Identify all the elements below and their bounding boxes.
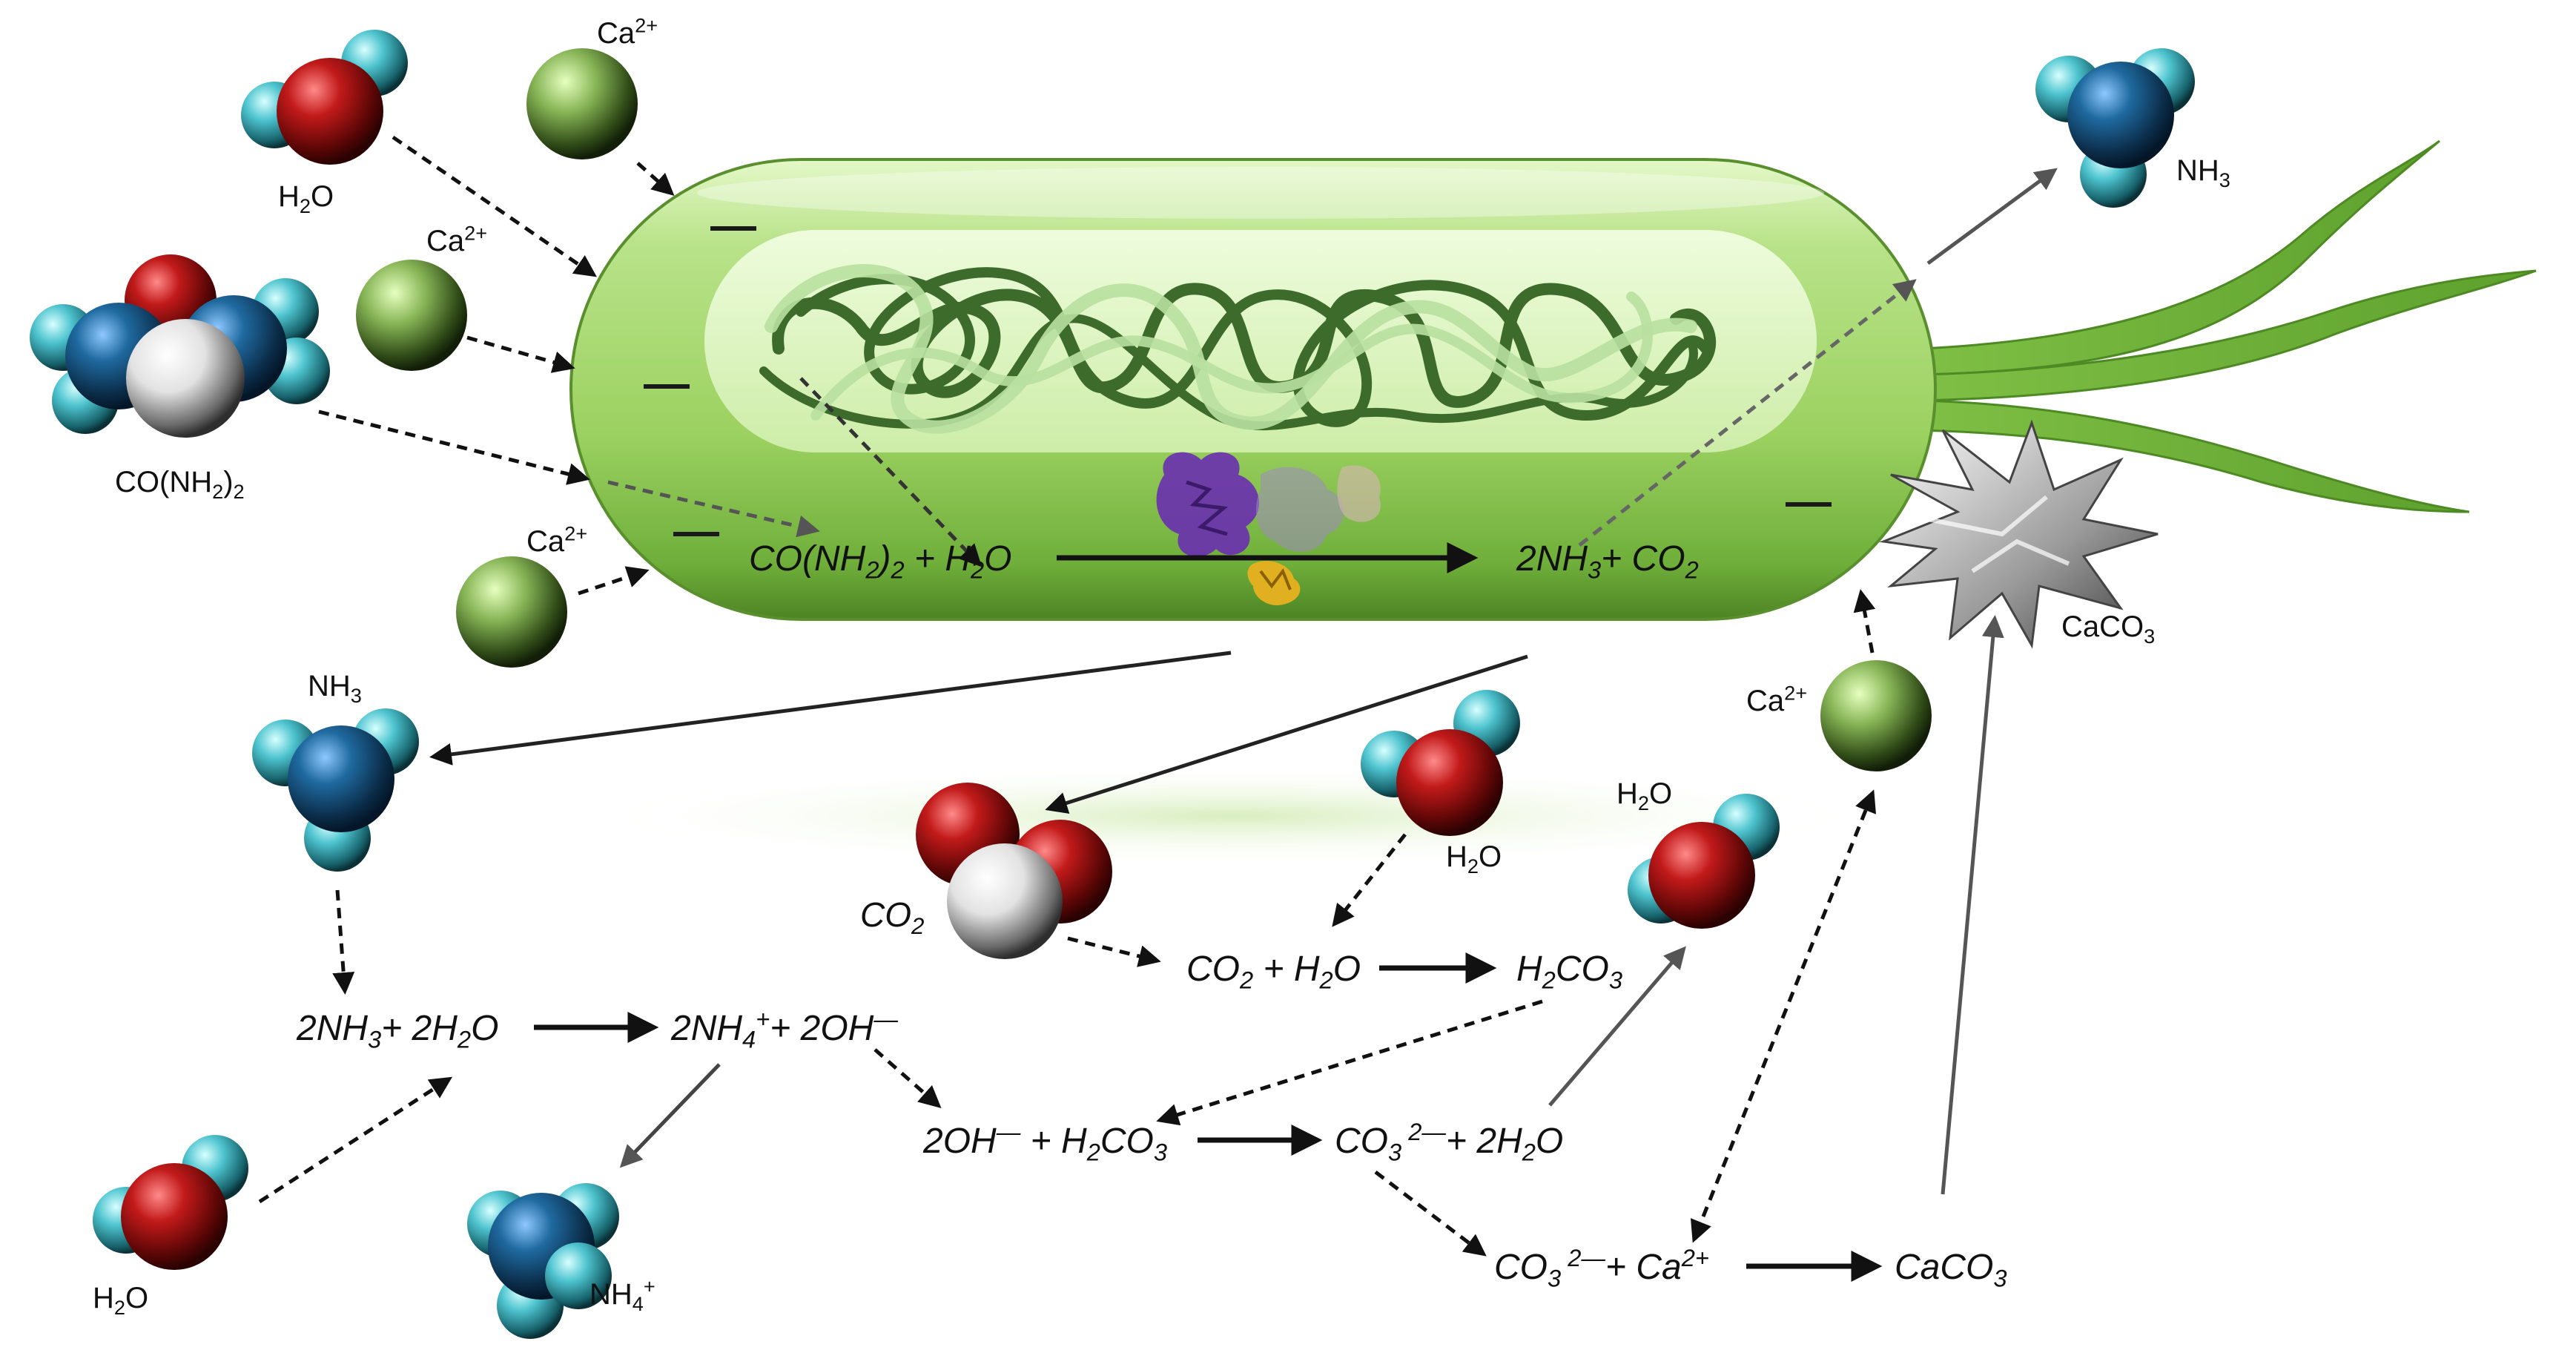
cell-shadow — [578, 764, 1883, 868]
arrow-nh3-release — [429, 651, 1232, 766]
diagram-shape — [1396, 729, 1503, 836]
co2-molecule — [916, 783, 1112, 959]
label-nh4: NH4+ — [589, 1274, 655, 1315]
calcium-ion-3 — [456, 556, 567, 668]
label-h2o-2: H2O — [1446, 840, 1502, 878]
arrow-oh-to-carbonate — [873, 1048, 942, 1108]
h2o-molecule-2 — [1361, 690, 1520, 836]
label-nh3-left: NH3 — [308, 670, 362, 707]
arrow-ca-to-precip — [1690, 789, 1877, 1243]
h2o-molecule-1 — [241, 30, 408, 165]
eq-ammonia-left: 2NH3+ 2H2O — [297, 1009, 499, 1053]
arrow-h2o-in — [392, 135, 597, 277]
caco3-crystal — [1879, 419, 2159, 649]
flagella — [1919, 139, 2537, 513]
label-ca-3: Ca2+ — [526, 521, 588, 558]
arrow-h2o-to-ammonia — [258, 1076, 453, 1204]
calcium-ion-4 — [1820, 660, 1932, 771]
eq-urea-hydrolysis-right: 2NH3+ CO2 — [1516, 539, 1699, 584]
arrow-nh3-down — [332, 889, 355, 995]
arrow-carbonate-to-precip — [1374, 1171, 1487, 1257]
arrow-ca-in-3 — [578, 566, 650, 596]
nh4-ion — [467, 1183, 619, 1339]
diagram-shape — [1259, 567, 1292, 590]
diagram-shape — [1337, 465, 1381, 522]
arrow-ca-to-crystal — [1853, 589, 1876, 654]
eq-carbonate-right: CO3 2—+ 2H2O — [1335, 1118, 1564, 1166]
diagram-shape — [1919, 399, 2470, 513]
label-nh3-top: NH3 — [2176, 154, 2230, 191]
arrow-urea-in — [318, 409, 590, 485]
diagram-shape — [772, 283, 1717, 408]
arrow-h2o-to-carbonic — [1332, 833, 1407, 927]
diagram-shape — [2067, 62, 2174, 168]
diagram-shape — [545, 1242, 612, 1309]
diagram-shape — [810, 292, 1653, 421]
membrane-charge-2 — [644, 384, 690, 389]
label-ca-2: Ca2+ — [426, 221, 488, 257]
label-h2o-1: H2O — [278, 180, 334, 217]
nh3-molecule-top — [2035, 48, 2195, 208]
arrow-h2o-up — [1548, 946, 1686, 1107]
diagram-shape — [1879, 419, 2159, 649]
dna-strands — [759, 264, 1717, 434]
arrow-h2o-internal — [799, 377, 982, 567]
arrows — [258, 135, 2058, 1282]
label-ca-1: Ca2+ — [597, 13, 658, 50]
arrow-nh3-out-top — [1926, 168, 2058, 266]
diagram-shape — [126, 319, 245, 438]
diagram-shape — [764, 264, 1697, 434]
label-caco3: CaCO3 — [2061, 610, 2156, 648]
urea-molecule — [30, 254, 330, 438]
diagram-shape — [121, 1163, 228, 1270]
diagram-shape — [1648, 822, 1755, 929]
arrow-nh4-release — [619, 1063, 721, 1168]
diagram-shape — [1919, 269, 2537, 402]
calcium-ion-1 — [526, 48, 638, 159]
cell-highlight — [697, 167, 1824, 219]
eq-carbonic-left: CO2 + H2O — [1186, 949, 1361, 994]
arrow-co2-to-carbonic — [1067, 936, 1161, 967]
arrow-ca-in-1 — [636, 162, 675, 196]
membrane-charge-4 — [1786, 502, 1832, 507]
h2o-molecule-4 — [93, 1135, 248, 1270]
eq-precip-left: CO3 2—+ Ca2+ — [1494, 1244, 1709, 1292]
diagram-shape — [1256, 467, 1344, 552]
eq-precip-right: CaCO3 — [1895, 1248, 2007, 1292]
diagram-shape — [1919, 139, 2440, 376]
diagram-shape — [277, 58, 383, 165]
arrow-h2co3-to-carbonate — [1156, 999, 1543, 1126]
eq-urea-hydrolysis-left: CO(NH2)2 + H2O — [749, 539, 1012, 584]
diagram-shape — [1186, 480, 1229, 536]
eq-ammonia-right: 2NH4++ 2OH— — [671, 1005, 898, 1053]
eq-carbonate-left: 2OH— + H2CO3 — [923, 1118, 1168, 1166]
nh3-molecule-left — [252, 708, 419, 872]
membrane-charge-3 — [673, 532, 719, 536]
label-co2: CO2 — [860, 895, 925, 940]
label-h2o-4: H2O — [93, 1282, 149, 1319]
arrow-caco3-up — [1941, 615, 2004, 1195]
calcium-ion-2 — [356, 260, 467, 371]
urease-enzyme — [1156, 452, 1381, 605]
label-urea: CO(NH2)2 — [115, 466, 245, 503]
h2o-molecule-3 — [1628, 794, 1780, 929]
diagram-shape — [288, 725, 394, 832]
label-ca-4: Ca2+ — [1746, 681, 1808, 717]
arrow-co2-release — [1045, 654, 1528, 814]
membrane-charge-1 — [710, 226, 756, 231]
diagram-shape — [1927, 495, 2070, 573]
eq-carbonic-right: H2CO3 — [1516, 949, 1622, 994]
arrow-ca-in-2 — [466, 335, 575, 373]
label-h2o-3: H2O — [1616, 777, 1673, 814]
diagram-shape — [947, 843, 1063, 959]
